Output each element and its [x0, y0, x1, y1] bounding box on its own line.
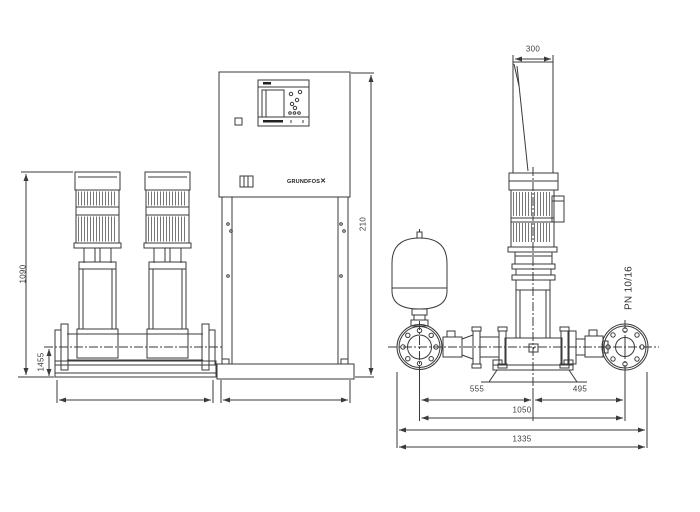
- left-view-pump-assembly: [18, 172, 222, 403]
- pump-2: [144, 172, 191, 358]
- brand-logo: GRUNDFOS✕: [287, 177, 326, 185]
- discharge-flange: [601, 320, 649, 378]
- controller-button: [288, 111, 292, 115]
- dim-label-discharge-span: 495: [572, 384, 588, 394]
- control-cabinet: [216, 71, 374, 403]
- dim-label-overall-width: 1335: [512, 434, 532, 444]
- brand-logo-text: GRUNDFOS: [287, 179, 321, 185]
- controller-button: [289, 101, 295, 107]
- dim-label-pump-height: 1090: [18, 264, 28, 284]
- pump-1: [74, 172, 121, 358]
- controller-display: [261, 89, 285, 118]
- terminal-box: [551, 195, 565, 223]
- main-switch: [239, 175, 254, 188]
- cabinet-base: [216, 363, 355, 380]
- pressure-rating-label: PN 10/16: [623, 265, 635, 311]
- controller-button: [288, 91, 294, 97]
- dim-label-port-distance: 1050: [512, 405, 532, 415]
- controller-button: [292, 111, 297, 115]
- dim-label-cabinet: 210: [358, 216, 368, 232]
- pump-shroud: [512, 61, 554, 174]
- controller-button: [297, 89, 303, 95]
- suction-flange: [396, 321, 443, 376]
- controller-button: [294, 97, 300, 103]
- controller-button: [297, 111, 301, 115]
- controller-button: [292, 105, 298, 111]
- brand-logo-mark: ✕: [320, 178, 327, 185]
- dim-label-manifold-height: 1455: [36, 352, 46, 372]
- dim-label-suction-span: 555: [469, 384, 485, 394]
- base-frame: [54, 360, 217, 378]
- right-view-pump-assembly: [388, 55, 659, 450]
- controller-panel: [257, 79, 310, 127]
- diaphragm-tank: [391, 229, 448, 327]
- indicator-light: [234, 117, 243, 126]
- dim-label-shroud-width: 300: [525, 44, 541, 54]
